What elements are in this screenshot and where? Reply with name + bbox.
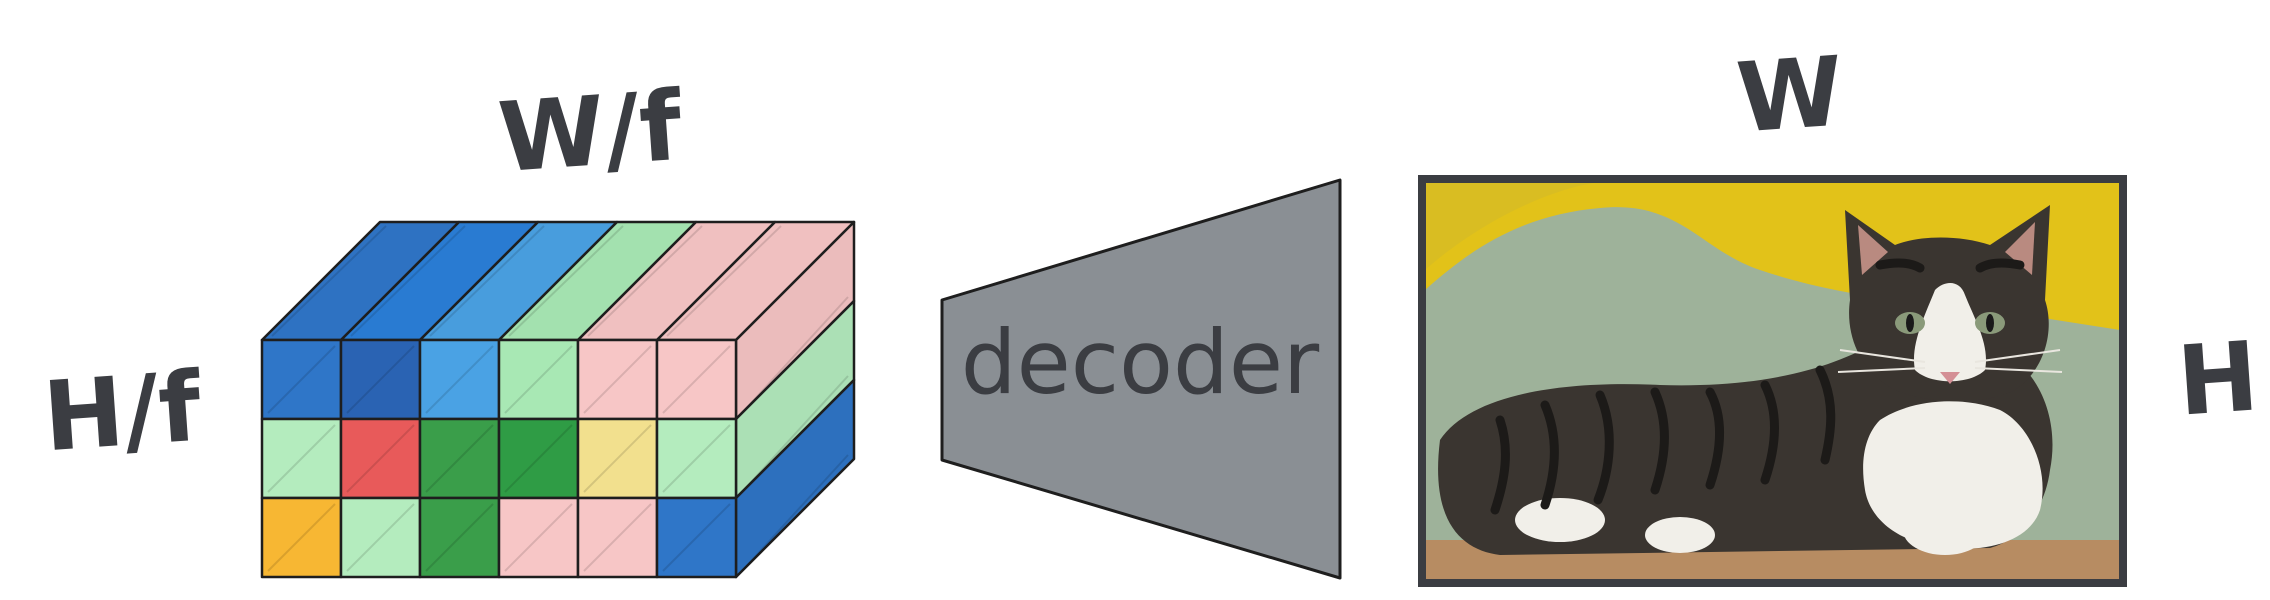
hatch-line	[508, 225, 624, 337]
hatch-line	[267, 345, 336, 414]
hatch-line	[267, 424, 336, 493]
hatch-line	[583, 503, 652, 572]
hatch-line	[587, 225, 703, 337]
hatch-line	[504, 503, 573, 572]
image-height-label: H	[2174, 320, 2262, 437]
hatch-line	[504, 345, 573, 414]
image-frame	[1418, 175, 2127, 587]
hatch-line	[271, 225, 387, 337]
latent-width-label: W/f	[495, 70, 686, 195]
hatch-line	[346, 503, 415, 572]
hatch-line	[666, 225, 782, 337]
hatch-line	[425, 424, 494, 493]
hatch-line	[662, 345, 731, 414]
hatch-line	[425, 345, 494, 414]
hatch-line	[662, 424, 731, 493]
output-image	[1418, 175, 2127, 587]
latent-height-label: H/f	[40, 351, 206, 474]
hatch-line	[583, 424, 652, 493]
hatch-line	[346, 424, 415, 493]
hatch-line	[267, 503, 336, 572]
hatch-line	[741, 454, 849, 572]
hatch-line	[429, 225, 545, 337]
latent-tensor-cube	[260, 220, 856, 579]
hatch-line	[662, 503, 731, 572]
hatch-line	[425, 503, 494, 572]
hatch-line	[583, 345, 652, 414]
hatch-line	[346, 345, 415, 414]
cat-photo	[1425, 182, 2120, 580]
hatch-line	[504, 424, 573, 493]
latent-front-cell	[655, 496, 738, 579]
decoder-label: decoder	[961, 311, 1320, 414]
decoder-block: decoder	[940, 178, 1342, 580]
hatch-line	[350, 225, 466, 337]
image-width-label: W	[1733, 35, 1846, 154]
